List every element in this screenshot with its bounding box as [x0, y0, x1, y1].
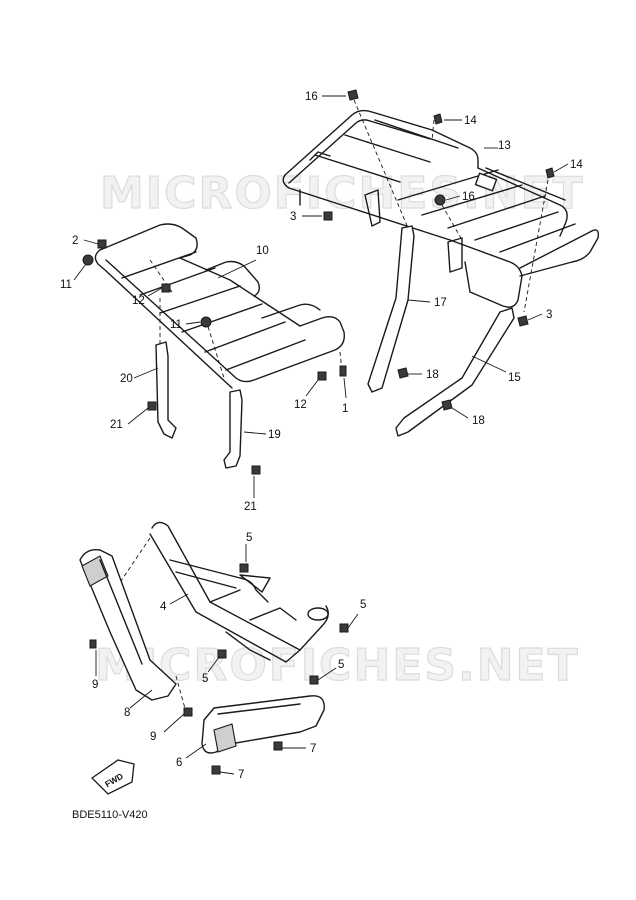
front-stay-19	[223, 389, 243, 469]
callout-13: 13	[498, 140, 511, 152]
callout-18: 18	[472, 415, 485, 427]
guard-panel-8	[79, 549, 187, 713]
callout-21: 21	[110, 419, 123, 431]
diagram-code: BDE5110-V420	[72, 809, 148, 821]
callout-6: 6	[176, 757, 182, 769]
callout-5: 5	[338, 659, 344, 671]
callout-12: 12	[294, 399, 307, 411]
callout-12: 12	[132, 295, 145, 307]
watermark-top: MICROFICHES.NET	[100, 168, 585, 219]
callout-7: 7	[238, 769, 244, 781]
callout-2: 2	[72, 235, 78, 247]
rear-rack	[282, 99, 600, 313]
callout-5: 5	[360, 599, 366, 611]
leader-lines	[73, 95, 569, 775]
callout-8: 8	[124, 707, 130, 719]
front-stay-20	[155, 341, 177, 439]
guard-panel-6	[201, 695, 325, 754]
callout-1: 1	[342, 403, 348, 415]
callout-9: 9	[150, 731, 156, 743]
callout-11: 11	[60, 279, 72, 291]
callout-3: 3	[290, 211, 296, 223]
callout-17: 17	[434, 297, 447, 309]
callout-16: 16	[305, 91, 318, 103]
guard-frame	[99, 521, 329, 663]
callout-11: 11	[170, 319, 182, 331]
callout-5: 5	[246, 532, 252, 544]
callout-3: 3	[546, 309, 552, 321]
callout-21: 21	[244, 501, 257, 513]
callout-7: 7	[310, 743, 316, 755]
callout-16: 16	[462, 191, 475, 203]
callout-14: 14	[570, 159, 583, 171]
watermark-bottom: MICROFICHES.NET	[95, 640, 580, 691]
front-rack	[94, 223, 345, 389]
fasteners	[82, 89, 555, 775]
callouts: 16 14 14 13 16 3 3 17 15 18 18 2 11 12 1…	[60, 91, 583, 781]
callout-5: 5	[202, 673, 208, 685]
callout-19: 19	[268, 429, 281, 441]
callout-9: 9	[92, 679, 98, 691]
callout-10: 10	[256, 245, 269, 257]
callout-14: 14	[464, 115, 477, 127]
rear-stay-15	[395, 307, 515, 437]
callout-20: 20	[120, 373, 133, 385]
fwd-arrow-icon: FWD	[90, 759, 135, 795]
callout-18: 18	[426, 369, 439, 381]
callout-4: 4	[160, 601, 167, 613]
rear-stay-17	[367, 225, 415, 393]
callout-15: 15	[508, 372, 521, 384]
